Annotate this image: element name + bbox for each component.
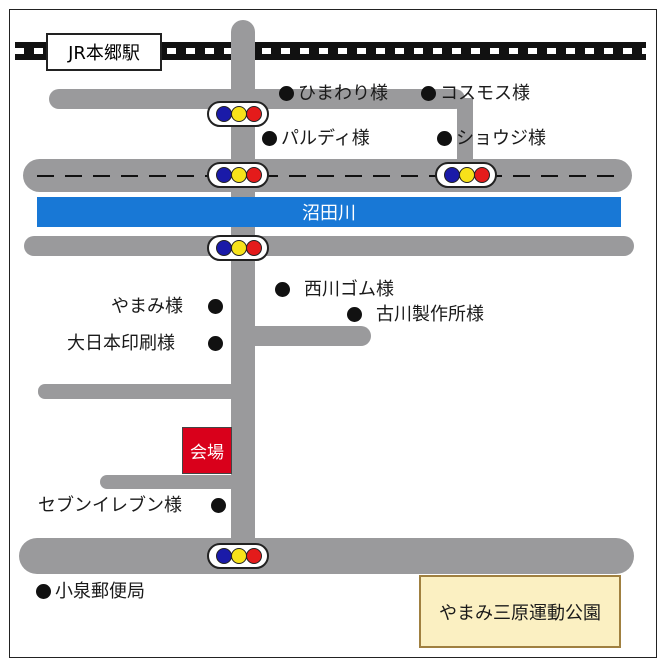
landmark-dot-icon (347, 307, 362, 322)
landmark-dot-icon (437, 131, 452, 146)
traffic-signal-icon (207, 235, 269, 261)
map-frame (9, 9, 657, 658)
landmark-dot-icon (279, 86, 294, 101)
road-bottom-horizontal (19, 538, 634, 574)
landmark-paldy: パルディ様 (281, 128, 370, 149)
traffic-signal-icon (207, 101, 269, 127)
station-label-box: JR本郷駅 (46, 33, 162, 71)
railway-line-ties (15, 48, 646, 54)
road-shoji-branch (457, 98, 473, 168)
traffic-signal-icon (207, 162, 269, 188)
park-box: やまみ三原運動公園 (419, 575, 621, 648)
landmark-dot-icon (262, 131, 277, 146)
venue-marker: 会場 (182, 427, 232, 474)
road-west-branch-2 (100, 475, 238, 489)
landmark-furukawa: 古川製作所様 (376, 304, 484, 325)
landmark-dainippon-insatsu: 大日本印刷様 (67, 333, 175, 354)
landmark-shoji: ショウジ様 (456, 128, 546, 149)
landmark-dot-icon (421, 86, 436, 101)
landmark-dot-icon (36, 584, 51, 599)
landmark-post-office: 小泉郵便局 (55, 581, 145, 602)
landmark-dot-icon (208, 299, 223, 314)
river-numata: 沼田川 (37, 197, 621, 227)
road-river-south (24, 236, 634, 256)
road-centerline (37, 175, 617, 177)
road-top-horizontal (49, 89, 465, 109)
landmark-dot-icon (275, 282, 290, 297)
traffic-signal-icon (207, 543, 269, 569)
venue-label: 会場 (190, 443, 224, 463)
landmark-cosmos: コスモス様 (440, 83, 530, 104)
landmark-dot-icon (211, 498, 226, 513)
landmark-himawari: ひまわり様 (298, 83, 388, 104)
road-furukawa-branch (243, 326, 371, 346)
landmark-yamami: やまみ様 (111, 296, 183, 317)
traffic-signal-icon (435, 162, 497, 188)
landmark-seven-eleven: セブンイレブン様 (38, 495, 182, 516)
landmark-nishikawa-gomu: 西川ゴム様 (304, 279, 394, 300)
station-name: JR本郷駅 (68, 43, 140, 64)
road-west-branch-1 (38, 384, 238, 399)
park-label: やまみ三原運動公園 (439, 602, 601, 624)
landmark-dot-icon (208, 336, 223, 351)
river-label: 沼田川 (302, 203, 356, 224)
